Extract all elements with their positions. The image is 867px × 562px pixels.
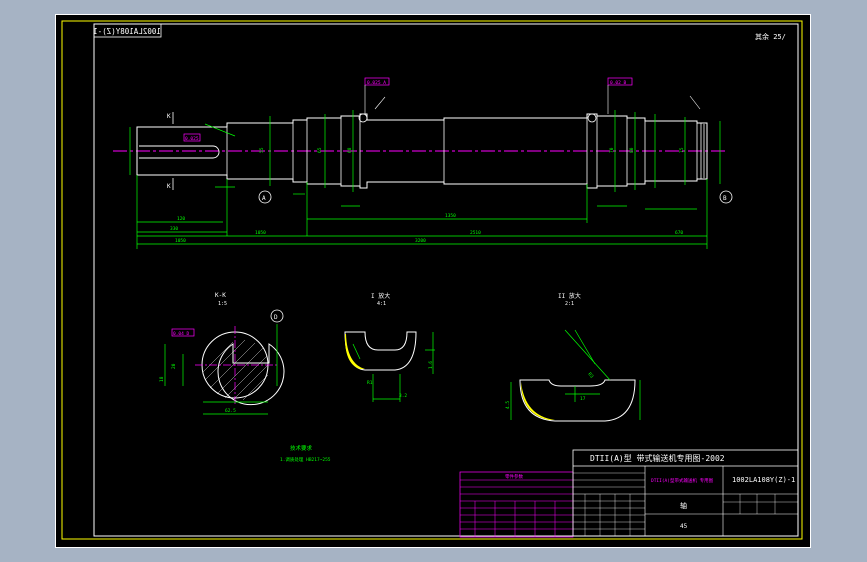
svg-text:0.025: 0.025 xyxy=(185,136,199,142)
svg-text:330: 330 xyxy=(170,226,178,232)
yellow-frame xyxy=(61,20,803,540)
svg-text:68: 68 xyxy=(347,147,353,153)
detail-i: I 放大 4:1 1.6 3.2 R1 xyxy=(344,292,435,402)
section-mark-k-bottom: K xyxy=(167,183,171,190)
svg-text:70: 70 xyxy=(609,147,615,153)
outer-border xyxy=(55,14,811,548)
svg-text:65: 65 xyxy=(317,147,323,153)
svg-text:20: 20 xyxy=(171,363,177,369)
svg-text:55: 55 xyxy=(259,147,265,153)
title-block-header: DTII(A)型 带式输送机专用图-2002 xyxy=(590,453,725,463)
svg-text:0.02 B: 0.02 B xyxy=(610,80,627,86)
mirrored-drawing-code: 1002LA108Y(Z)-1 xyxy=(93,27,161,36)
svg-text:75: 75 xyxy=(679,147,685,153)
params-title: 零件参数 xyxy=(505,473,523,480)
section-kk-scale: 1:5 xyxy=(218,301,227,307)
detail-ii-title: II 放大 xyxy=(558,292,581,300)
cad-drawing: 1002LA108Y(Z)-1 其余 25/ xyxy=(55,14,811,548)
section-kk-title: K-K xyxy=(215,292,226,299)
svg-text:18: 18 xyxy=(159,376,165,382)
svg-text:17: 17 xyxy=(580,396,586,402)
svg-text:62.5: 62.5 xyxy=(225,408,236,414)
section-mark-k-top: K xyxy=(167,113,171,120)
svg-text:80: 80 xyxy=(629,147,635,153)
svg-text:0.04 D: 0.04 D xyxy=(173,331,190,337)
title-block-code: 1002LA108Y(Z)-1 xyxy=(732,476,795,484)
datum-d: D xyxy=(274,314,278,321)
detail-ii: II 放大 2:1 R3 4.5 17 xyxy=(505,292,641,422)
params-table: 零件参数 xyxy=(459,471,574,538)
inner-frame xyxy=(93,23,799,537)
svg-text:1350: 1350 xyxy=(445,213,456,219)
svg-text:1050: 1050 xyxy=(175,238,186,244)
surface-finish-note: 其余 25/ xyxy=(755,32,786,41)
tolerance-frames: 0.025 A 0.02 B 0.025 xyxy=(183,77,701,142)
drawing-sheet: 1002LA108Y(Z)-1 其余 25/ xyxy=(55,14,811,548)
groove-left xyxy=(358,113,368,123)
svg-text:R3: R3 xyxy=(586,371,594,379)
kk-profile xyxy=(217,343,285,406)
detail-i-scale: 4:1 xyxy=(377,301,386,307)
tech-req-line: 1.调质处理 HB217~255 xyxy=(280,456,331,463)
detail-i-title: I 放大 xyxy=(371,292,390,300)
datum-a: A xyxy=(262,195,266,202)
svg-text:4.5: 4.5 xyxy=(505,401,511,409)
title-block: DTII(A)型 带式输送机专用图-2002 1002LA108Y(Z)-1 D… xyxy=(572,449,799,537)
svg-text:1050: 1050 xyxy=(255,230,266,236)
svg-text:3200: 3200 xyxy=(415,238,426,244)
datum-b: B xyxy=(723,195,727,202)
svg-text:2510: 2510 xyxy=(470,230,481,236)
detail-ii-scale: 2:1 xyxy=(565,301,574,307)
keyway xyxy=(139,145,220,159)
part-material: 45 xyxy=(680,523,688,530)
part-name: 轴 xyxy=(680,501,687,510)
dimension-lines xyxy=(129,110,721,249)
svg-text:670: 670 xyxy=(675,230,683,236)
code-box xyxy=(93,23,162,38)
tech-req-title: 技术要求 xyxy=(290,444,313,452)
svg-text:R1: R1 xyxy=(367,380,373,386)
svg-text:120: 120 xyxy=(177,216,185,222)
shaft-main-view: K K A B xyxy=(113,77,733,249)
kk-hatching xyxy=(202,339,269,401)
tech-requirements: 技术要求 1.调质处理 HB217~255 xyxy=(280,444,331,463)
svg-text:0.025 A: 0.025 A xyxy=(367,80,386,86)
svg-text:3.2: 3.2 xyxy=(399,393,407,399)
svg-text:1.6: 1.6 xyxy=(428,361,434,369)
shaft-step-lines xyxy=(226,114,698,188)
dimension-texts: 330 1050 1050 1350 2510 670 3200 120 55 … xyxy=(170,147,685,244)
title-block-project: DTII(A)型带式输送机 专用图 xyxy=(651,477,714,484)
groove-right xyxy=(587,113,597,123)
section-kk: K-K 1:5 D 0.04 D 20 62.5 18 xyxy=(159,292,285,415)
